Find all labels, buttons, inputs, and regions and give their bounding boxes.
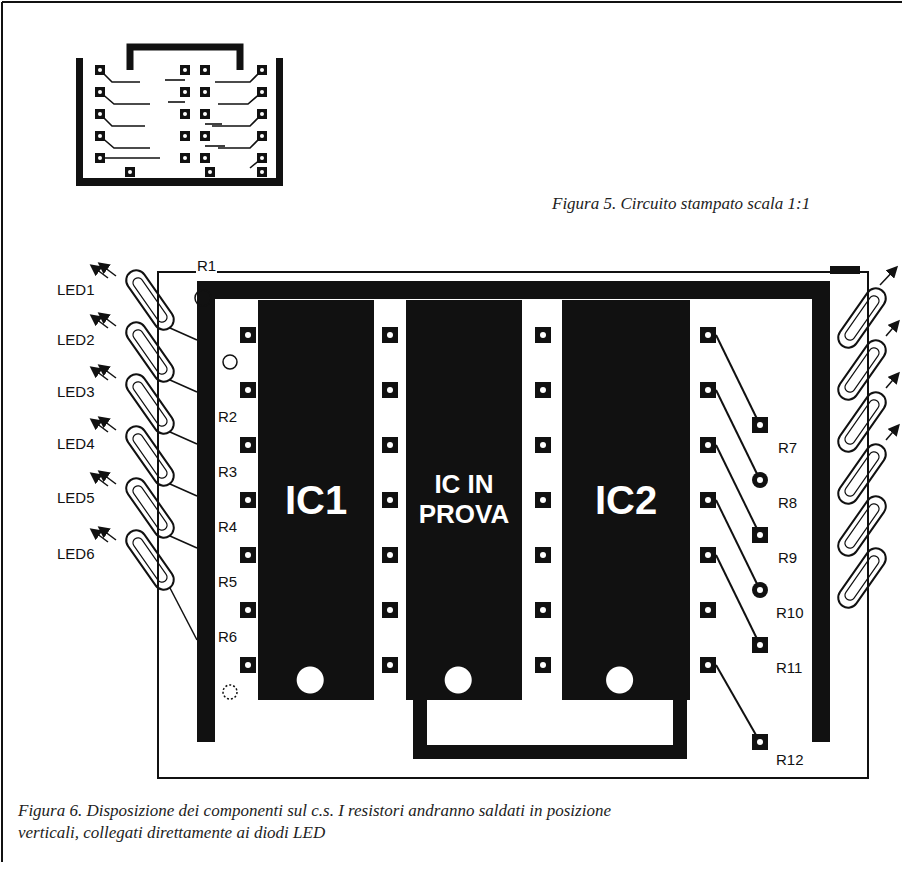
resistor-label: R4 xyxy=(217,519,238,536)
ic-label: IC2 xyxy=(568,477,684,523)
led-label: LED6 xyxy=(56,546,96,563)
led-label: LED3 xyxy=(56,384,96,401)
ic-text-wrap: IC IN PROVA xyxy=(412,470,516,530)
led-label: LED5 xyxy=(56,490,96,507)
led-label: LED1 xyxy=(56,282,96,299)
ic-label: IC1 xyxy=(264,477,368,523)
resistor-label: R5 xyxy=(217,574,238,591)
ic-text-wrap: IC2 xyxy=(568,477,684,523)
led-label: LED2 xyxy=(56,332,96,349)
resistor-label: R2 xyxy=(217,409,238,426)
board-layout xyxy=(92,264,898,778)
figure-caption: Figura 6. Disposizione dei componenti su… xyxy=(18,800,638,844)
resistor-label: R8 xyxy=(777,495,798,512)
ic-body: IC2 xyxy=(562,300,690,700)
resistor-label: R11 xyxy=(775,660,803,677)
led-label: LED4 xyxy=(56,436,96,453)
ic-body: IC1 xyxy=(258,300,374,700)
pcb-artwork xyxy=(76,47,283,186)
ic-label: IC IN PROVA xyxy=(412,470,516,530)
resistor-label: R3 xyxy=(217,464,238,481)
ic-body: IC IN PROVA xyxy=(406,300,522,700)
resistor-label: R7 xyxy=(777,440,798,457)
resistor-label: R9 xyxy=(777,550,798,567)
resistor-label: R1 xyxy=(196,258,217,275)
resistor-label: R6 xyxy=(217,629,238,646)
ic-text-wrap: IC1 xyxy=(264,477,368,523)
resistor-label: R12 xyxy=(775,752,805,769)
figure-caption: Figura 5. Circuito stampato scala 1:1 xyxy=(552,193,810,215)
resistor-label: R10 xyxy=(775,605,805,622)
